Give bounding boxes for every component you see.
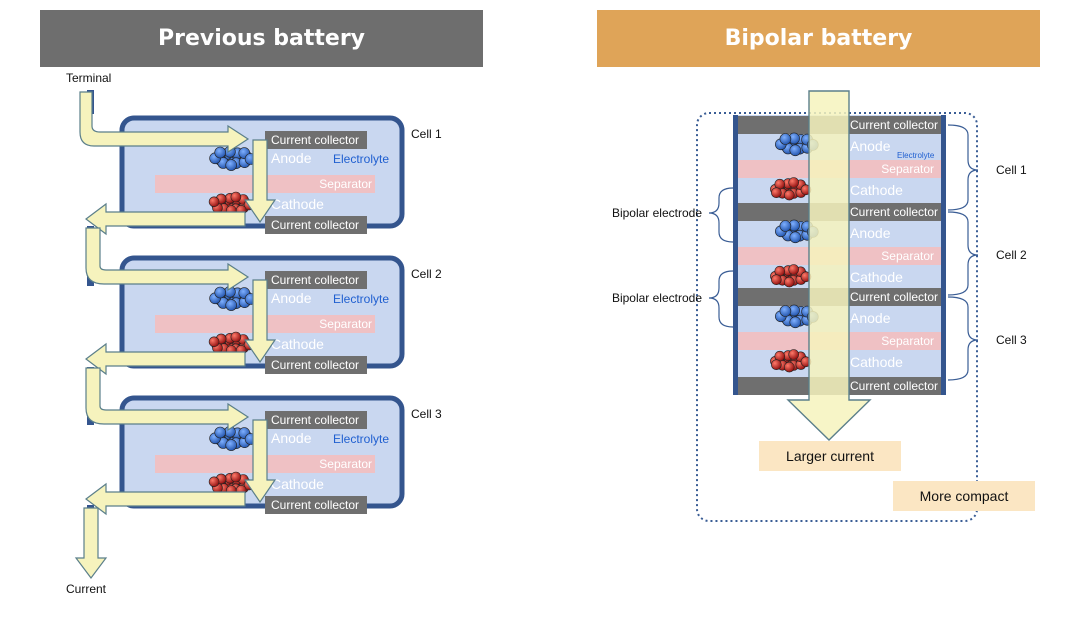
cathode-label: Cathode <box>271 196 324 212</box>
cell3-down-arrow <box>243 419 277 504</box>
more-compact-label: More compact <box>920 488 1009 504</box>
bipolar-anode-label: Anode <box>850 138 891 154</box>
bipolar-separator-label: Separator <box>881 162 934 176</box>
bipolar-cathode-label: Cathode <box>850 269 903 285</box>
bipolar-brace-2 <box>708 270 734 328</box>
bottom-collector-label: Current collector <box>271 218 359 232</box>
stack-left-wall <box>733 115 738 395</box>
bipolar-cathode-label: Cathode <box>850 182 903 198</box>
bipolar-electrode-label-1: Bipolar electrode <box>612 206 702 220</box>
cell-braces <box>708 124 979 381</box>
top-collector-label: Current collector <box>271 273 359 287</box>
top-collector-label: Current collector <box>271 413 359 427</box>
cell-label: Cell 1 <box>411 127 442 141</box>
bipolar-separator-label: Separator <box>881 334 934 348</box>
cell-1-brace <box>947 124 979 211</box>
bipolar-collector-label: Current collector <box>850 290 938 304</box>
cell2-to-cell3-arrow <box>85 367 250 432</box>
bipolar-brace-1 <box>708 187 734 243</box>
anode-label: Anode <box>271 290 312 306</box>
previous-current-arrows <box>74 91 277 579</box>
anode-label: Anode <box>271 150 312 166</box>
larger-current-label: Larger current <box>786 448 874 464</box>
bipolar-cell-1-label: Cell 1 <box>996 163 1027 177</box>
top-current-collector <box>265 131 367 149</box>
bottom-collector-label: Current collector <box>271 498 359 512</box>
bipolar-cathode-particles <box>770 264 812 288</box>
larger-current-arrow <box>786 90 872 441</box>
bipolar-battery-header: Bipolar battery <box>597 10 1040 67</box>
cell-2-brace <box>947 211 979 296</box>
bipolar-collector-label: Current collector <box>850 379 938 393</box>
terminal-label: Terminal <box>66 71 111 85</box>
bipolar-anode-label: Anode <box>850 310 891 326</box>
stack-right-wall <box>941 115 946 395</box>
current-out-arrow <box>74 507 108 579</box>
current-label: Current <box>66 582 107 596</box>
cell2-down-arrow <box>243 279 277 364</box>
bottom-current-collector <box>265 496 367 514</box>
cathode-particles <box>208 191 255 216</box>
cell1-out-arrow <box>85 202 246 236</box>
cathode-particles <box>208 471 255 496</box>
bipolar-cathode-particles <box>770 349 812 373</box>
bipolar-cathode-label: Cathode <box>850 354 903 370</box>
cell-label: Cell 3 <box>411 407 442 421</box>
bipolar-separator-label: Separator <box>881 249 934 263</box>
cell1-to-cell2-arrow <box>85 227 250 292</box>
compact-outline <box>696 112 978 522</box>
cell1-down-arrow <box>243 139 277 224</box>
previous-battery-header: Previous battery <box>40 10 483 67</box>
bottom-current-collector <box>265 356 367 374</box>
cell3-out-arrow <box>85 482 246 516</box>
bipolar-electrode-label-2: Bipolar electrode <box>612 291 702 305</box>
cell-label: Cell 2 <box>411 267 442 281</box>
top-current-collector <box>265 271 367 289</box>
electrolyte-label: Electrolyte <box>333 432 389 446</box>
anode-particles <box>209 425 257 451</box>
anode-particles <box>209 285 257 311</box>
electrolyte-label: Electrolyte <box>333 292 389 306</box>
bipolar-collector-label: Current collector <box>850 205 938 219</box>
bipolar-battery-title: Bipolar battery <box>724 26 913 51</box>
bipolar-electrolyte-label: Electrolyte <box>897 151 935 160</box>
bipolar-cell-2-label: Cell 2 <box>996 248 1027 262</box>
separator-label: Separator <box>319 457 372 471</box>
bipolar-collector-label: Current collector <box>850 118 938 132</box>
cathode-label: Cathode <box>271 476 324 492</box>
anode-label: Anode <box>271 430 312 446</box>
bipolar-cathode-particles <box>770 177 812 201</box>
cell-3-brace <box>947 296 979 381</box>
bipolar-cell-3-label: Cell 3 <box>996 333 1027 347</box>
bottom-collector-label: Current collector <box>271 358 359 372</box>
cell2-out-arrow <box>85 342 246 376</box>
electrolyte-label: Electrolyte <box>333 152 389 166</box>
bipolar-anode-label: Anode <box>850 225 891 241</box>
anode-particles <box>209 146 257 171</box>
top-current-collector <box>265 411 367 429</box>
terminal-in-arrow <box>79 91 250 154</box>
larger-current-box <box>759 441 901 471</box>
bottom-current-collector <box>265 216 367 234</box>
separator-label: Separator <box>319 317 372 331</box>
more-compact-box <box>893 481 1035 511</box>
top-collector-label: Current collector <box>271 133 359 147</box>
previous-battery-title: Previous battery <box>157 26 366 51</box>
cathode-label: Cathode <box>271 336 324 352</box>
separator-label: Separator <box>319 177 372 191</box>
